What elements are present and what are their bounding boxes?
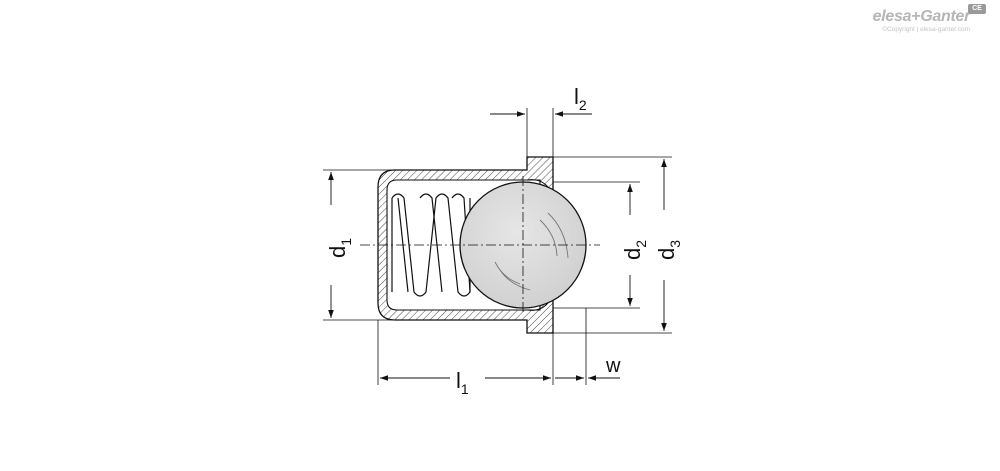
label-l2: l2	[574, 84, 587, 113]
brand-logo: elesa+Ganter ©Copyright | elesa-ganter.c…	[872, 8, 971, 34]
label-l1: l1	[456, 368, 469, 397]
label-d2: d2	[620, 240, 649, 260]
label-d1: d1	[325, 238, 354, 258]
brand-name: elesa+Ganter	[872, 8, 971, 25]
label-d3: d3	[654, 240, 683, 260]
label-w: w	[605, 355, 621, 377]
center-lines	[360, 176, 600, 314]
dimension-labels: d1 d2 d3 l1 l2 w	[325, 84, 683, 397]
extension-lines	[323, 108, 672, 385]
dimension-lines	[328, 111, 667, 381]
ce-mark-icon: CE	[968, 4, 986, 14]
brand-copyright: ©Copyright | elesa-ganter.com	[882, 26, 970, 33]
